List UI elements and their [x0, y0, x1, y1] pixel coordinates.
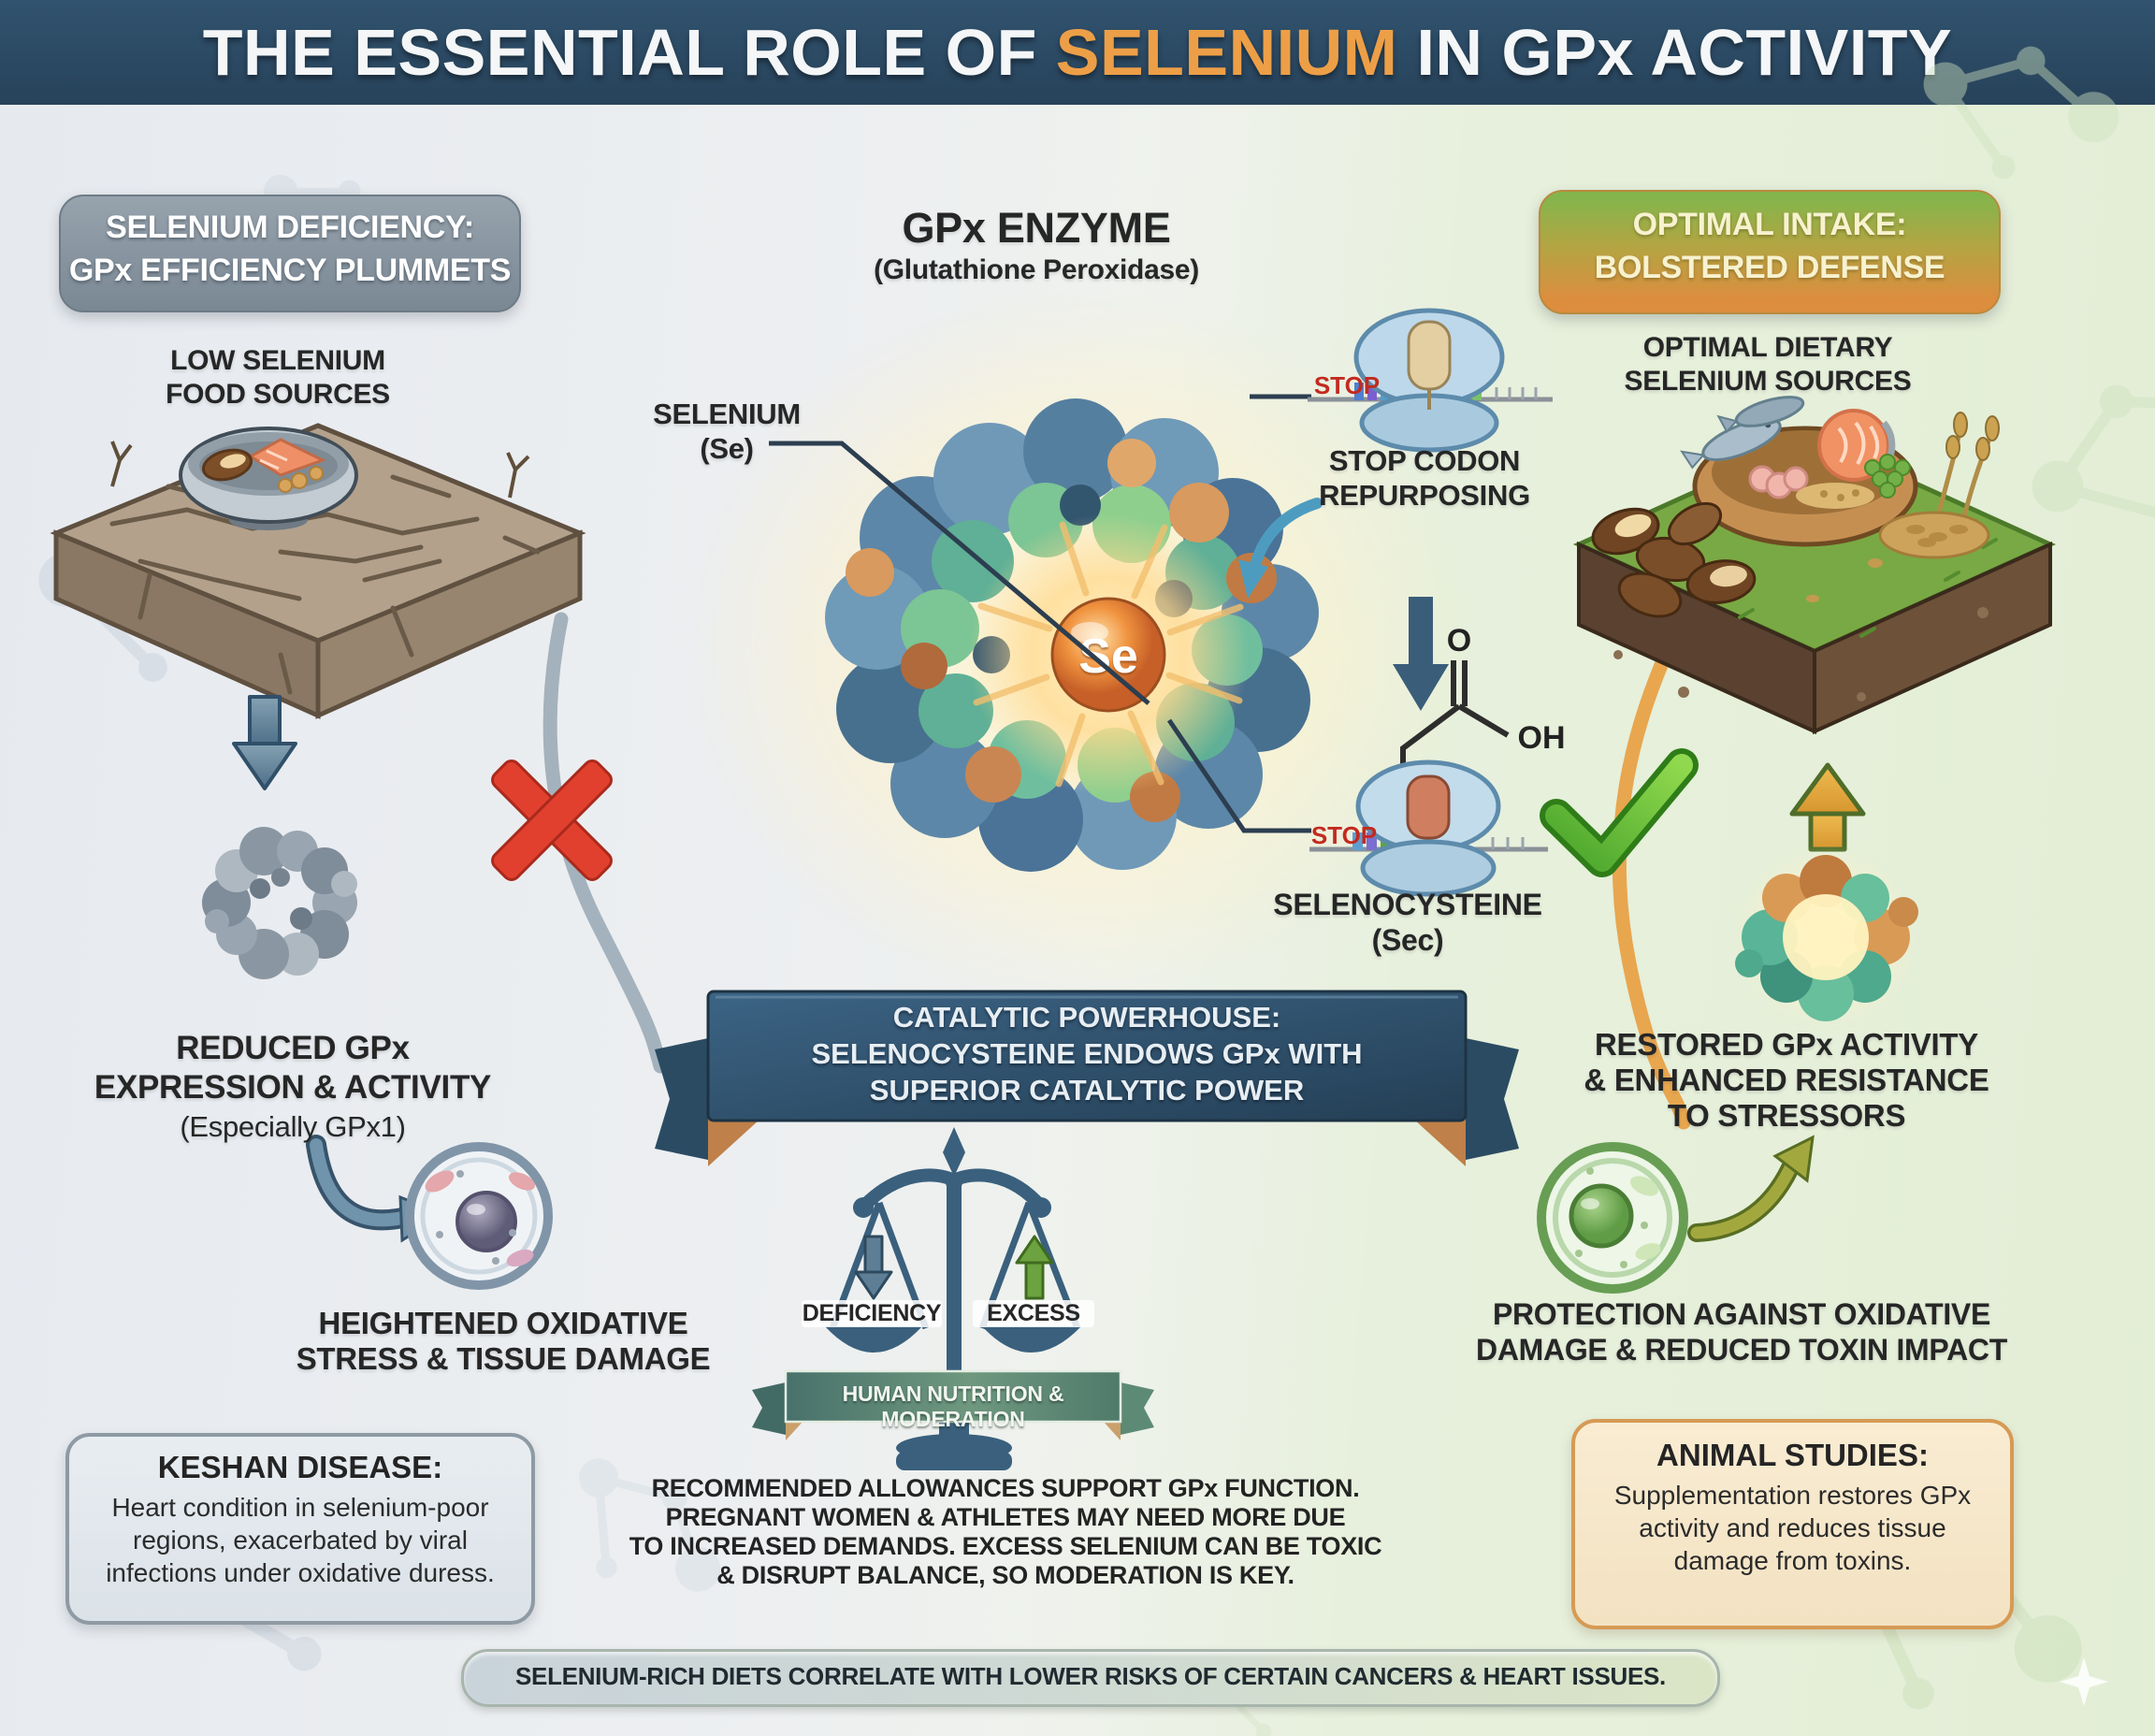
restored-gpx-line2: & ENHANCED RESISTANCE: [1584, 1063, 1989, 1097]
low-selenium-soil-illustration: [50, 423, 586, 719]
selenocysteine-label: SELENOCYSTEINE (Sec): [1239, 887, 1576, 958]
nutrition-paragraph-line4: & DISRUPT BALANCE, SO MODERATION IS KEY.: [716, 1561, 1294, 1589]
keshan-body: Heart condition in selenium-poor regions…: [106, 1493, 495, 1587]
se-symbol: Se: [1078, 629, 1138, 684]
deficiency-badge-line1: SELENIUM DEFICIENCY:: [106, 210, 474, 245]
deficiency-badge-line2: GPx EFFICIENCY PLUMMETS: [68, 253, 512, 288]
title-prefix: THE ESSENTIAL ROLE OF: [202, 16, 1056, 89]
reduced-gpx-line3: (Especially GPx1): [180, 1110, 406, 1143]
optimal-dietary-label: OPTIMAL DIETARY SELENIUM SOURCES: [1581, 331, 1955, 398]
oxidative-stress-label: HEIGHTENED OXIDATIVE STRESS & TISSUE DAM…: [269, 1306, 737, 1377]
selenocysteine-structure-icon: O OH: [1400, 623, 1566, 812]
sparkle-icon: [2060, 1657, 2108, 1706]
nutrition-paragraph-line3: TO INCREASED DEMANDS. EXCESS SELENIUM CA…: [629, 1532, 1382, 1560]
selenocysteine-line1: SELENOCYSTEINE: [1273, 888, 1542, 921]
sec-connector-line: [1166, 718, 1311, 833]
deficiency-pan-arrow-icon: [854, 1235, 893, 1300]
title-selenium-highlight: SELENIUM: [1055, 16, 1398, 89]
reduced-gpx-line1: REDUCED GPx: [176, 1030, 410, 1066]
nutrition-ribbon-text: HUMAN NUTRITION & MODERATION: [842, 1382, 1064, 1431]
protection-line1: PROTECTION AGAINST OXIDATIVE: [1492, 1297, 1991, 1331]
oxidative-stress-line2: STRESS & TISSUE DAMAGE: [296, 1341, 711, 1376]
selenium-label-line: [769, 441, 1150, 705]
restored-gpx-line3: TO STRESSORS: [1667, 1098, 1906, 1133]
optimal-food-block-illustration: [1572, 396, 2057, 735]
faded-gpx-protein-icon: [202, 827, 357, 979]
restored-gpx-label: RESTORED GPx ACTIVITY & ENHANCED RESISTA…: [1571, 1027, 2002, 1134]
optimal-arc: [1612, 605, 1693, 1130]
reduced-gpx-label: REDUCED GPx EXPRESSION & ACTIVITY (Espec…: [50, 1029, 536, 1147]
stressed-cell-icon: [405, 1142, 553, 1290]
nutrition-paragraph: RECOMMENDED ALLOWANCES SUPPORT GPx FUNCT…: [617, 1474, 1394, 1590]
ribosome-selenocysteine-icon: STOP: [1309, 760, 1548, 897]
optimal-up-arrow-icon: [1789, 762, 1866, 852]
footer-banner: SELENIUM-RICH DIETS CORRELATE WITH LOWER…: [461, 1649, 1720, 1707]
catalytic-banner-text: CATALYTIC POWERHOUSE: SELENOCYSTEINE END…: [708, 999, 1466, 1108]
ribosome-stop-codon-icon: STOP: [1308, 308, 1553, 453]
enzyme-subtitle: (Glutathione Peroxidase): [874, 254, 1199, 285]
deficiency-down-arrow-icon: [232, 695, 297, 790]
stop-text-1: STOP: [1314, 371, 1380, 399]
optimal-dietary-line1: OPTIMAL DIETARY: [1642, 332, 1893, 363]
excess-pan-arrow-icon: [1015, 1235, 1054, 1300]
excess-pan-label: EXCESS: [973, 1300, 1094, 1327]
animal-studies-panel: ANIMAL STUDIES: Supplementation restores…: [1571, 1419, 2014, 1629]
selenocysteine-line2: (Sec): [1371, 923, 1444, 957]
stop-to-sec-down-arrow-icon: [1393, 597, 1449, 711]
catalytic-banner-ribbon: [655, 990, 1519, 1166]
keshan-title: KESHAN DISEASE:: [157, 1450, 443, 1484]
optimal-badge: OPTIMAL INTAKE: BOLSTERED DEFENSE: [1539, 190, 2001, 314]
repurposing-curved-arrow-icon: [1238, 498, 1323, 599]
deficiency-badge: SELENIUM DEFICIENCY: GPx EFFICIENCY PLUM…: [59, 195, 521, 312]
nutrition-paragraph-line1: RECOMMENDED ALLOWANCES SUPPORT GPx FUNCT…: [651, 1474, 1360, 1502]
catalytic-banner-line1: CATALYTIC POWERHOUSE:: [892, 1001, 1281, 1034]
restored-gpx-enzyme-icon: [1732, 844, 1919, 1031]
selenium-se-line1: SELENIUM: [653, 398, 801, 430]
keshan-disease-panel: KESHAN DISEASE: Heart condition in selen…: [65, 1433, 535, 1625]
selenium-se-label: SELENIUM (Se): [615, 397, 839, 466]
oxygen-atom-label: O: [1447, 623, 1471, 658]
animal-studies-title: ANIMAL STUDIES:: [1656, 1438, 1929, 1472]
reduced-gpx-line2: EXPRESSION & ACTIVITY: [94, 1069, 492, 1106]
nutrition-paragraph-line2: PREGNANT WOMEN & ATHLETES MAY NEED MORE …: [665, 1503, 1346, 1531]
low-selenium-label-line1: LOW SELENIUM: [170, 345, 385, 376]
stop-codon-label: STOP CODON REPURPOSING: [1284, 443, 1565, 513]
restored-gpx-line1: RESTORED GPx ACTIVITY: [1595, 1027, 1978, 1062]
gpx-enzyme-illustration: Se: [825, 398, 1319, 872]
brazil-nuts-icon: [1591, 501, 1757, 618]
red-cross-icon: [491, 760, 613, 881]
deficiency-pan-label: DEFICIENCY: [802, 1300, 942, 1327]
catalytic-banner-line3: SUPERIOR CATALYTIC POWER: [869, 1074, 1305, 1107]
optimal-badge-line1: OPTIMAL INTAKE:: [1632, 207, 1907, 242]
protection-line2: DAMAGE & REDUCED TOXIN IMPACT: [1476, 1333, 2007, 1367]
page-title: THE ESSENTIAL ROLE OF SELENIUM IN GPx AC…: [0, 0, 2155, 105]
stop-codon-line1: STOP CODON: [1328, 444, 1521, 477]
deficiency-arc: [542, 612, 668, 1074]
wheat-stalks-icon: [1933, 412, 2000, 525]
optimal-dietary-line2: SELENIUM SOURCES: [1624, 366, 1912, 397]
selenium-se-line2: (Se): [700, 432, 754, 465]
low-selenium-label: LOW SELENIUM FOOD SOURCES: [91, 344, 465, 412]
title-suffix: IN GPx ACTIVITY: [1397, 16, 1953, 89]
wooden-bowl-of-food-icon: [1680, 396, 1918, 547]
healthy-cell-icon: [1537, 1142, 1688, 1294]
catalytic-banner-line2: SELENOCYSTEINE ENDOWS GPx WITH: [811, 1037, 1363, 1070]
seed-pile-icon: [1806, 511, 1990, 602]
stop-text-2: STOP: [1311, 821, 1377, 849]
dry-twig-icon: [110, 441, 530, 499]
green-check-icon: [1540, 748, 1699, 877]
animal-studies-body: Supplementation restores GPx activity an…: [1613, 1481, 1972, 1575]
bowl-of-food-icon: [179, 427, 358, 530]
enzyme-title: GPx ENZYME: [902, 204, 1171, 252]
nutrition-ribbon: [752, 1369, 1154, 1440]
optimal-badge-line2: BOLSTERED DEFENSE: [1594, 250, 1945, 285]
hydroxyl-group-label: OH: [1518, 720, 1566, 756]
protection-label: PROTECTION AGAINST OXIDATIVE DAMAGE & RE…: [1461, 1296, 2022, 1367]
curved-arrow-restoration-icon: [1687, 1135, 1815, 1242]
stop-codon-line2: REPURPOSING: [1319, 479, 1530, 512]
low-selenium-label-line2: FOOD SOURCES: [166, 379, 390, 410]
oxidative-stress-line1: HEIGHTENED OXIDATIVE: [318, 1306, 688, 1340]
